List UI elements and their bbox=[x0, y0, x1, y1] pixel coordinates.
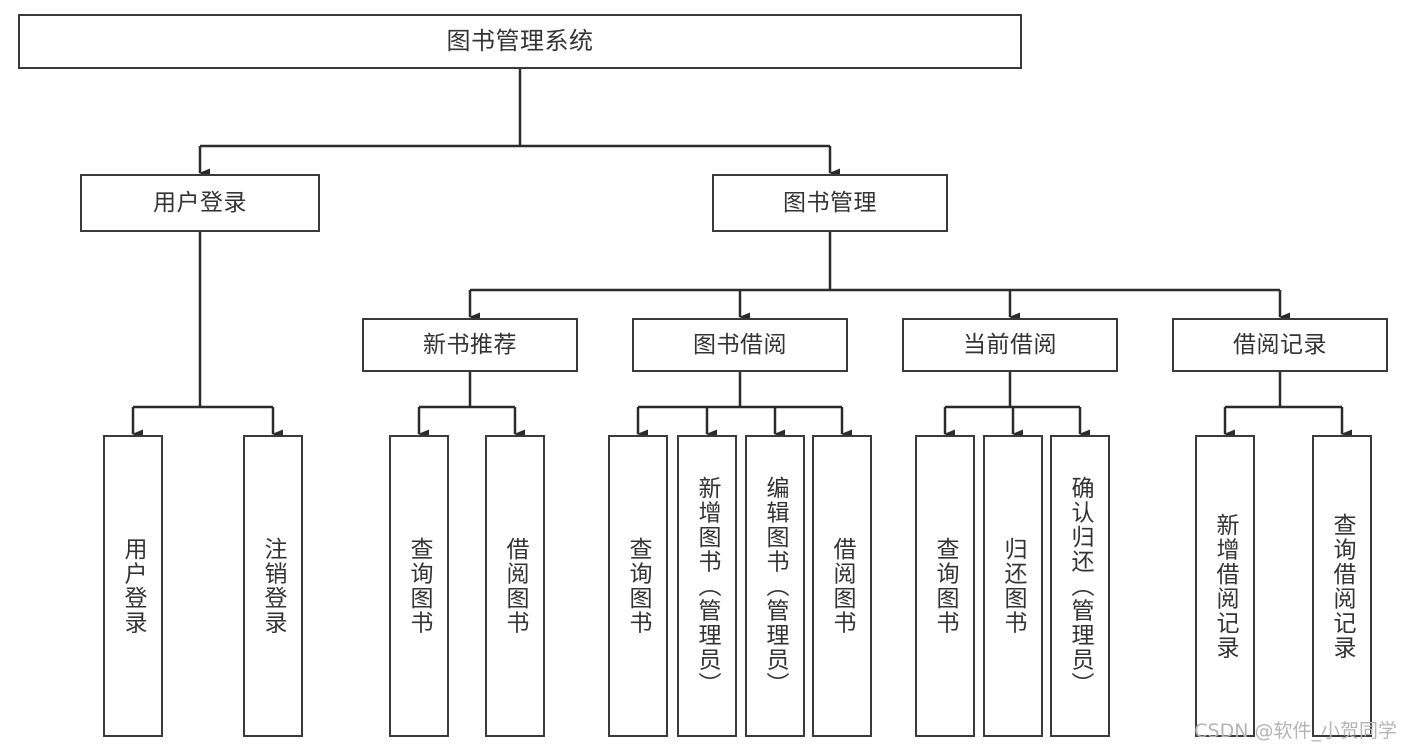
node-label: 图书借阅 bbox=[693, 331, 787, 358]
node-label: 图书管理 bbox=[783, 189, 877, 216]
node-label: 当前借阅 bbox=[963, 331, 1057, 358]
watermark-text: CSDN @软件_小贺同学 bbox=[1194, 720, 1397, 742]
node-leaf-edit-book[interactable]: 编辑图书（管理员） bbox=[745, 435, 805, 737]
node-label: 新增图书（管理员） bbox=[694, 475, 721, 697]
node-leaf-borrow-book-1[interactable]: 借阅图书 bbox=[485, 435, 545, 737]
node-label: 新书推荐 bbox=[423, 331, 517, 358]
node-leaf-query-book-2[interactable]: 查询图书 bbox=[608, 435, 668, 737]
node-label: 编辑图书（管理员） bbox=[762, 475, 789, 697]
node-label: 查询图书 bbox=[932, 537, 959, 635]
node-label: 图书管理系统 bbox=[446, 26, 594, 55]
node-label: 查询借阅记录 bbox=[1329, 512, 1356, 660]
node-book-borrow[interactable]: 图书借阅 bbox=[632, 318, 848, 372]
node-label: 借阅图书 bbox=[502, 537, 529, 635]
node-label: 确认归还（管理员） bbox=[1067, 475, 1094, 697]
node-book-manage[interactable]: 图书管理 bbox=[712, 174, 948, 232]
node-leaf-query-book-3[interactable]: 查询图书 bbox=[915, 435, 975, 737]
node-leaf-return-book[interactable]: 归还图书 bbox=[983, 435, 1043, 737]
node-borrow-record[interactable]: 借阅记录 bbox=[1172, 318, 1388, 372]
node-current-borrow[interactable]: 当前借阅 bbox=[902, 318, 1118, 372]
node-label: 借阅图书 bbox=[829, 537, 856, 635]
node-label: 用户登录 bbox=[153, 189, 247, 216]
node-label: 注销登录 bbox=[260, 537, 287, 635]
node-label: 用户登录 bbox=[120, 537, 147, 635]
node-leaf-confirm-ret[interactable]: 确认归还（管理员） bbox=[1050, 435, 1110, 737]
node-root[interactable]: 图书管理系统 bbox=[18, 14, 1022, 69]
node-leaf-query-book-1[interactable]: 查询图书 bbox=[389, 435, 449, 737]
node-user-login[interactable]: 用户登录 bbox=[80, 174, 320, 232]
node-leaf-query-record[interactable]: 查询借阅记录 bbox=[1312, 435, 1372, 737]
node-label: 查询图书 bbox=[625, 537, 652, 635]
node-leaf-user-logout[interactable]: 注销登录 bbox=[243, 435, 303, 737]
node-label: 归还图书 bbox=[1000, 537, 1027, 635]
node-new-book-rec[interactable]: 新书推荐 bbox=[362, 318, 578, 372]
node-label: 借阅记录 bbox=[1233, 331, 1327, 358]
node-leaf-add-record[interactable]: 新增借阅记录 bbox=[1195, 435, 1255, 737]
node-label: 新增借阅记录 bbox=[1212, 512, 1239, 660]
node-leaf-user-login[interactable]: 用户登录 bbox=[103, 435, 163, 737]
connector-group bbox=[131, 69, 1352, 439]
node-label: 查询图书 bbox=[406, 537, 433, 635]
node-leaf-add-book[interactable]: 新增图书（管理员） bbox=[677, 435, 737, 737]
node-leaf-borrow-book-2[interactable]: 借阅图书 bbox=[812, 435, 872, 737]
